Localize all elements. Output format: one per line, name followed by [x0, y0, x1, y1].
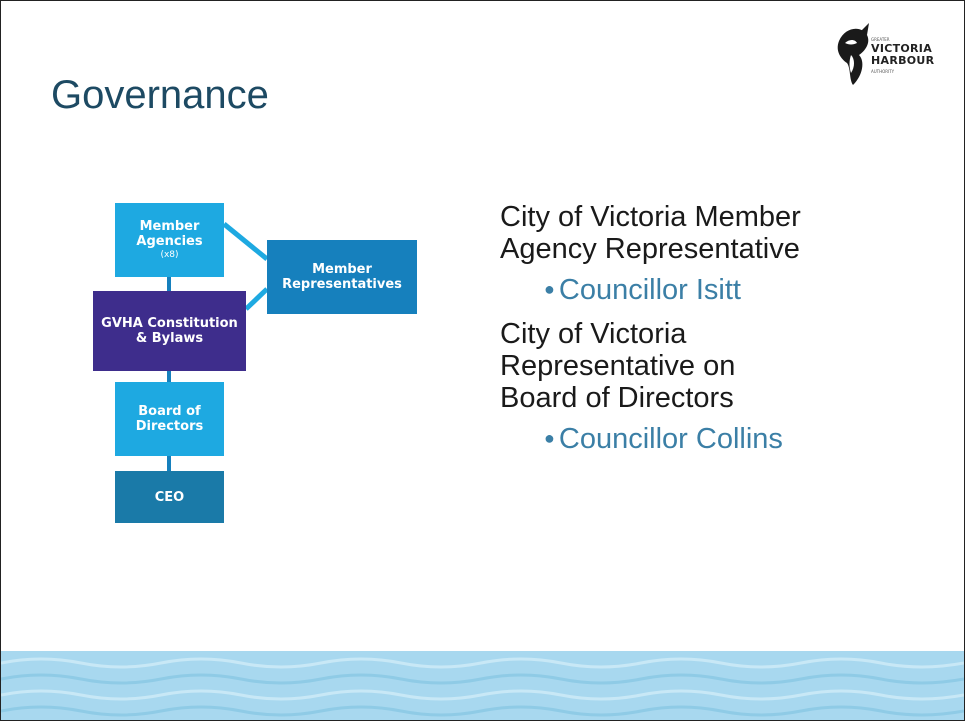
heading1-line2: Agency Representative: [500, 233, 800, 265]
ceo-label: CEO: [154, 489, 185, 505]
member-agency-heading: City of Victoria Member Agency Represent…: [500, 201, 920, 265]
orca-icon: [837, 23, 869, 85]
ceo-box: CEO: [115, 471, 224, 523]
bullet-councillor-isitt: ●Councillor Isitt: [544, 273, 920, 306]
org-chart-connectors: [167, 222, 269, 471]
logo-top-text: GREATER: [871, 37, 890, 42]
logo-line2: HARBOUR: [871, 54, 935, 67]
constitution-box: GVHA Constitution & Bylaws: [93, 291, 246, 371]
board-of-directors-box: Board of Directors: [115, 382, 224, 456]
representatives-text: City of Victoria Member Agency Represent…: [500, 201, 920, 467]
board-line1: Board of: [138, 404, 201, 419]
member-representatives-box: Member Representatives: [267, 240, 417, 314]
bullet-dot-icon: ●: [544, 428, 555, 448]
heading2-line3: Board of Directors: [500, 382, 734, 414]
constitution-line2: & Bylaws: [135, 331, 204, 346]
harbour-authority-logo: GREATER VICTORIA HARBOUR AUTHORITY: [831, 17, 946, 97]
wave-footer-decoration: [1, 651, 964, 720]
constitution-line1: GVHA Constitution: [101, 316, 238, 331]
bullet2-text: Councillor Collins: [558, 423, 783, 455]
logo-bottom-text: AUTHORITY: [871, 69, 895, 74]
heading2-line1: City of Victoria: [500, 318, 687, 350]
member-agencies-line2: Agencies: [136, 234, 203, 249]
heading2-line2: Representative on: [500, 350, 736, 382]
board-representative-heading: City of Victoria Representative on Board…: [500, 318, 920, 414]
slide-title: Governance: [51, 73, 269, 117]
logo-line1: VICTORIA: [871, 42, 933, 55]
board-line2: Directors: [135, 419, 204, 434]
heading1-line1: City of Victoria Member: [500, 201, 801, 233]
member-representatives-line1: Member: [312, 262, 372, 277]
member-agencies-box: Member Agencies (x8): [115, 203, 224, 277]
org-chart: Member Agencies (x8) Member Representati…: [1, 1, 501, 561]
member-agencies-count: (x8): [160, 250, 179, 260]
bullet-dot-icon: ●: [544, 279, 555, 299]
bullet1-text: Councillor Isitt: [558, 274, 741, 306]
member-representatives-line2: Representatives: [282, 277, 402, 292]
bullet-councillor-collins: ●Councillor Collins: [544, 422, 920, 455]
member-agencies-line1: Member: [139, 219, 200, 234]
